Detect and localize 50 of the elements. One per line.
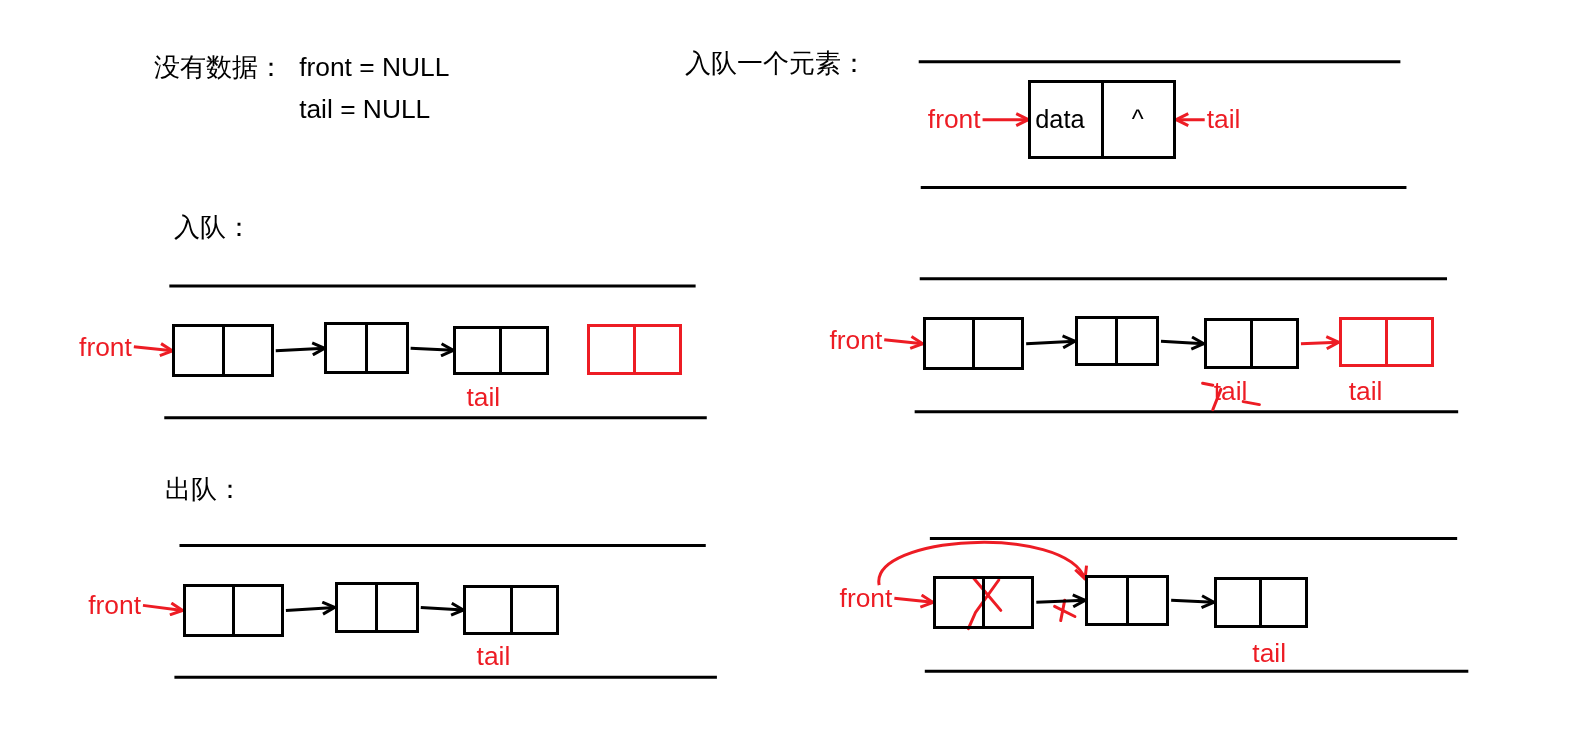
queue-node-box xyxy=(172,324,274,378)
arrow xyxy=(884,335,925,350)
queue-node-box xyxy=(453,325,549,376)
arrow xyxy=(1026,334,1077,350)
queue-node-box xyxy=(1074,316,1159,367)
arrow xyxy=(894,593,935,609)
pointer-label: front xyxy=(927,106,981,133)
queue-node-box xyxy=(1203,318,1299,370)
caption-text: 入队一个元素： xyxy=(685,49,868,77)
arrow xyxy=(410,342,455,358)
tail-label: tail xyxy=(476,642,511,670)
arrow xyxy=(285,600,337,616)
arrow xyxy=(982,112,1030,128)
tail-label: tail xyxy=(1252,639,1286,667)
arrow xyxy=(275,341,326,357)
queue-node-box xyxy=(1213,576,1309,628)
arrow xyxy=(1174,112,1205,128)
tail-label: tail xyxy=(1213,378,1248,405)
pointer-label: front xyxy=(79,333,132,360)
queue-node-box xyxy=(463,585,559,635)
queue-node-box xyxy=(587,324,683,376)
queue-node-box xyxy=(334,582,419,633)
pointer-label: tail xyxy=(1206,106,1241,133)
queue-node-box xyxy=(922,317,1025,371)
queue-node-box xyxy=(932,575,1035,629)
node-field-text: ^ xyxy=(1131,106,1144,133)
queue-node-box xyxy=(182,584,284,637)
queue-node-box xyxy=(1085,574,1170,626)
queue-node-box xyxy=(1028,80,1177,160)
arrow xyxy=(142,601,184,617)
arrow xyxy=(877,541,1087,586)
arrow xyxy=(1160,335,1206,351)
arrow xyxy=(1171,594,1216,610)
pointer-value-text: tail = NULL xyxy=(299,96,431,123)
arrow xyxy=(1036,593,1087,609)
caption-text: 没有数据： xyxy=(154,53,285,81)
arrow xyxy=(420,601,465,617)
tail-label: tail xyxy=(1348,378,1383,405)
caption-text: 入队： xyxy=(174,213,253,241)
pointer-label: front xyxy=(839,585,893,612)
pointer-label: front xyxy=(88,592,141,619)
arrow xyxy=(1300,335,1340,351)
queue-node-box xyxy=(324,322,409,375)
queue-node-box xyxy=(1338,317,1434,368)
arrow xyxy=(133,342,174,358)
pointer-label: front xyxy=(829,326,883,353)
tail-label: tail xyxy=(466,384,501,411)
caption-text: 出队： xyxy=(165,475,244,502)
node-field-text: data xyxy=(1035,106,1085,133)
pointer-value-text: front = NULL xyxy=(299,53,450,81)
